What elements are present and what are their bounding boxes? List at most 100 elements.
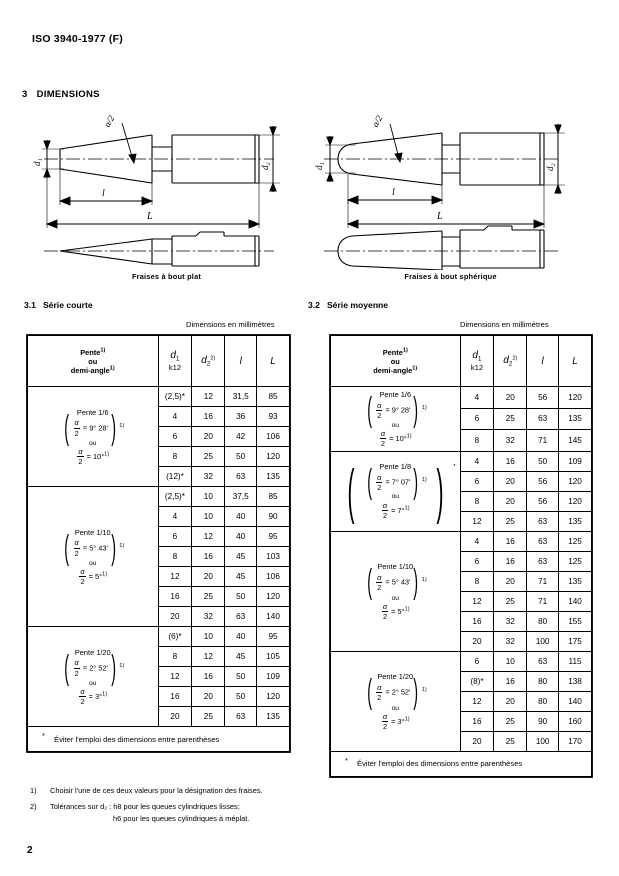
cell-L: 175: [558, 630, 592, 652]
footnote-2: 2) Tolérances sur d₂ : h8 pour les queue…: [30, 801, 360, 824]
cell-L: 120: [256, 586, 290, 607]
cell-d1: 20: [157, 606, 193, 627]
cell-L: 135: [256, 706, 290, 727]
cell-L: 138: [558, 670, 592, 692]
cell-l: 45: [224, 646, 258, 667]
cell-d2: 20: [493, 690, 528, 712]
figure-ball-end: d₁ d₂ α/2: [308, 100, 593, 281]
cell-d2: 16: [191, 666, 226, 687]
pente-title: Pente 1/6: [76, 407, 109, 417]
pente-title: Pente 1/10: [377, 562, 414, 572]
subsection-number: 3.1: [24, 300, 36, 310]
cell-d1: 16: [459, 710, 495, 732]
cell-d1: 4: [157, 506, 193, 527]
cell-d1: 8: [459, 570, 495, 592]
cell-d1: 16: [459, 610, 495, 632]
col-header-d2: d22): [191, 335, 226, 387]
cell-L: 105: [256, 646, 290, 667]
cell-L: 106: [256, 566, 290, 587]
label-l: l: [392, 187, 395, 198]
page-number: 2: [27, 845, 33, 856]
cell-d1: 16: [157, 586, 193, 607]
cell-d1: 12: [157, 566, 193, 587]
cell-l: 50: [224, 586, 258, 607]
cell-L: 93: [256, 406, 290, 427]
cell-L: 125: [558, 530, 592, 552]
cell-d1: (2,5)*: [157, 386, 193, 407]
cell-l: 63: [526, 530, 560, 552]
cell-d2: 20: [191, 686, 226, 707]
cell-d2: 16: [493, 450, 528, 472]
cell-d2: 16: [493, 530, 528, 552]
cell-d1: 4: [459, 386, 495, 409]
cell-l: 80: [526, 670, 560, 692]
col-header-L: L: [558, 335, 592, 387]
footnote-marker: 2): [30, 802, 37, 812]
cell-d2: 12: [191, 526, 226, 547]
cell-d2: 25: [191, 446, 226, 467]
cell-L: 90: [256, 506, 290, 527]
col-header-l: l: [526, 335, 560, 387]
cell-d1: 8: [459, 429, 495, 452]
cell-l: 63: [224, 606, 258, 627]
cell-d1: 6: [157, 426, 193, 447]
figure-caption: Fraises à bout plat: [131, 272, 202, 281]
cell-L: 109: [256, 666, 290, 687]
cell-L: 135: [558, 407, 592, 431]
cell-l: 40: [224, 526, 258, 547]
cell-d2: 32: [493, 610, 528, 632]
cell-L: 95: [256, 626, 290, 647]
cell-L: 85: [256, 486, 290, 507]
cell-d1: 8: [157, 646, 193, 667]
cell-l: 80: [526, 690, 560, 712]
cell-d2: 25: [493, 730, 528, 752]
cell-l: 50: [224, 686, 258, 707]
cell-d1: 12: [459, 590, 495, 612]
footnote-asterisk: *: [42, 731, 45, 740]
cell-d1: 4: [459, 530, 495, 552]
label-l: l: [102, 188, 105, 199]
pente-title: Pente 1/20: [377, 672, 414, 682]
cell-L: 120: [256, 446, 290, 467]
cell-d1: (12)*: [157, 466, 193, 487]
cell-d1: 20: [459, 730, 495, 752]
cell-d2: 25: [493, 510, 528, 532]
ou-separator: ou: [391, 422, 399, 430]
cell-d2: 12: [191, 646, 226, 667]
cell-d1: 4: [157, 406, 193, 427]
label-half-angle: α/2: [102, 113, 117, 128]
label-d1: d₁: [314, 162, 324, 170]
cell-l: 100: [526, 630, 560, 652]
units-note-right: Dimensions en millimètres: [460, 320, 549, 329]
cell-d2: 32: [191, 606, 226, 627]
cell-l: 37,5: [224, 486, 258, 507]
cell-l: 50: [224, 666, 258, 687]
cell-L: 135: [558, 510, 592, 532]
figure-ball-end-drawing: d₁ d₂ α/2: [314, 113, 565, 271]
cell-d1: 6: [459, 470, 495, 492]
cell-d1: 20: [459, 630, 495, 652]
cell-d1: 6: [157, 526, 193, 547]
